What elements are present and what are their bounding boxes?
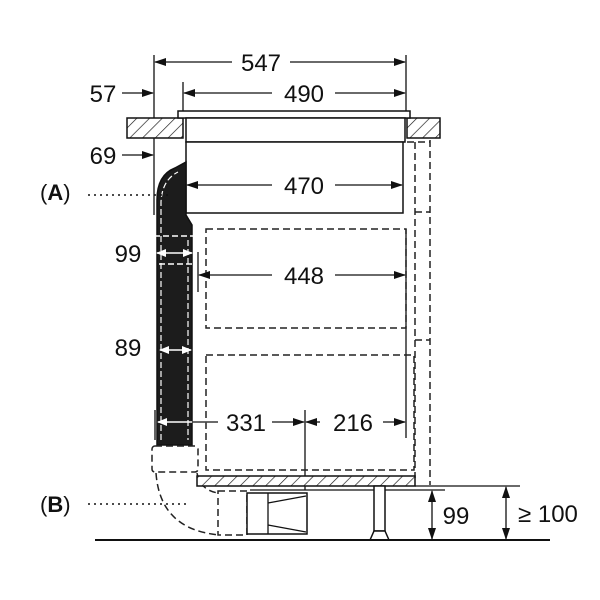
duct-bend: [151, 445, 308, 536]
dim-547-label: 547: [241, 50, 281, 77]
dimension-99-plinth: 99: [428, 490, 470, 540]
dim-57-label: 57: [90, 81, 117, 108]
dimension-448: 448: [198, 263, 406, 290]
dimension-57: 57: [90, 81, 154, 108]
dimension-min-100: ≥ 100: [502, 486, 578, 540]
countertop: [126, 117, 441, 139]
dim-69-label: 69: [90, 143, 117, 170]
callout-b-label: (B): [40, 492, 71, 517]
dimension-490: 490: [183, 81, 406, 108]
dim-min-100-label: ≥ 100: [518, 501, 578, 528]
hob: [177, 110, 411, 214]
dimension-331-216: 331 216: [157, 410, 406, 437]
dim-470-label: 470: [284, 173, 324, 200]
dim-99-label: 99: [115, 241, 142, 268]
dimension-89: 89: [115, 335, 192, 362]
dimension-99-duct: 99: [115, 241, 193, 268]
plinth-board: [196, 475, 416, 487]
cabinet-foot: [369, 485, 390, 541]
callout-a-label: (A): [40, 180, 71, 205]
dim-331-label: 331: [226, 410, 266, 437]
dimension-470: 470: [186, 173, 403, 200]
dim-89-label: 89: [115, 335, 142, 362]
callout-a: (A): [40, 180, 168, 205]
dim-216-label: 216: [333, 410, 373, 437]
dimension-547: 547: [154, 50, 406, 77]
duct: [153, 160, 196, 446]
dim-99-plinth-label: 99: [443, 503, 470, 530]
dim-490-label: 490: [284, 81, 324, 108]
callout-b: (B): [40, 492, 186, 517]
dim-448-label: 448: [284, 263, 324, 290]
cabinet-outline: [205, 140, 431, 485]
